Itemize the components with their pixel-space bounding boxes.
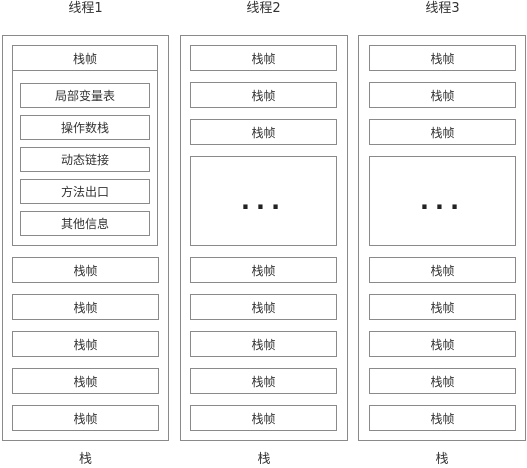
thread3-frame: 栈帧 — [369, 257, 516, 283]
thread1-frame: 栈帧 — [12, 405, 159, 431]
frame-part-dynamic-linking: 动态链接 — [20, 147, 150, 172]
thread3-frame: 栈帧 — [369, 368, 516, 394]
thread1-stack-caption: 栈 — [78, 452, 92, 467]
thread2-frame: 栈帧 — [190, 331, 337, 357]
thread2-frame: 栈帧 — [190, 45, 337, 71]
thread1-frame: 栈帧 — [12, 294, 159, 320]
thread2-frame: 栈帧 — [190, 82, 337, 108]
thread2-frame: 栈帧 — [190, 257, 337, 283]
thread2-ellipsis-box: ... — [190, 156, 337, 246]
thread2-frame: 栈帧 — [190, 405, 337, 431]
thread3-frame: 栈帧 — [369, 45, 516, 71]
thread2-frame: 栈帧 — [190, 294, 337, 320]
frame-part-return-address: 方法出口 — [20, 179, 150, 204]
thread3-frame: 栈帧 — [369, 405, 516, 431]
thread3-frame: 栈帧 — [369, 82, 516, 108]
thread2-title: 线程2 — [246, 1, 281, 16]
thread2-stack-caption: 栈 — [257, 452, 271, 467]
thread1-frame: 栈帧 — [12, 257, 159, 283]
thread3-stack-caption: 栈 — [435, 452, 449, 467]
thread1-title: 线程1 — [68, 1, 103, 16]
thread3-frame: 栈帧 — [369, 331, 516, 357]
thread1-frame: 栈帧 — [12, 331, 159, 357]
thread3-title: 线程3 — [425, 1, 460, 16]
frame-part-operand-stack: 操作数栈 — [20, 115, 150, 140]
thread2-frame: 栈帧 — [190, 368, 337, 394]
thread1-frame: 栈帧 — [12, 368, 159, 394]
thread2-frame: 栈帧 — [190, 119, 337, 145]
ellipsis: ... — [240, 187, 287, 215]
thread3-ellipsis-box: ... — [369, 156, 516, 246]
expanded-frame-label: 栈帧 — [13, 46, 157, 71]
frame-part-other-info: 其他信息 — [20, 211, 150, 236]
thread3-frame: 栈帧 — [369, 294, 516, 320]
frame-part-local-variables: 局部变量表 — [20, 83, 150, 108]
ellipsis: ... — [419, 187, 466, 215]
thread3-frame: 栈帧 — [369, 119, 516, 145]
